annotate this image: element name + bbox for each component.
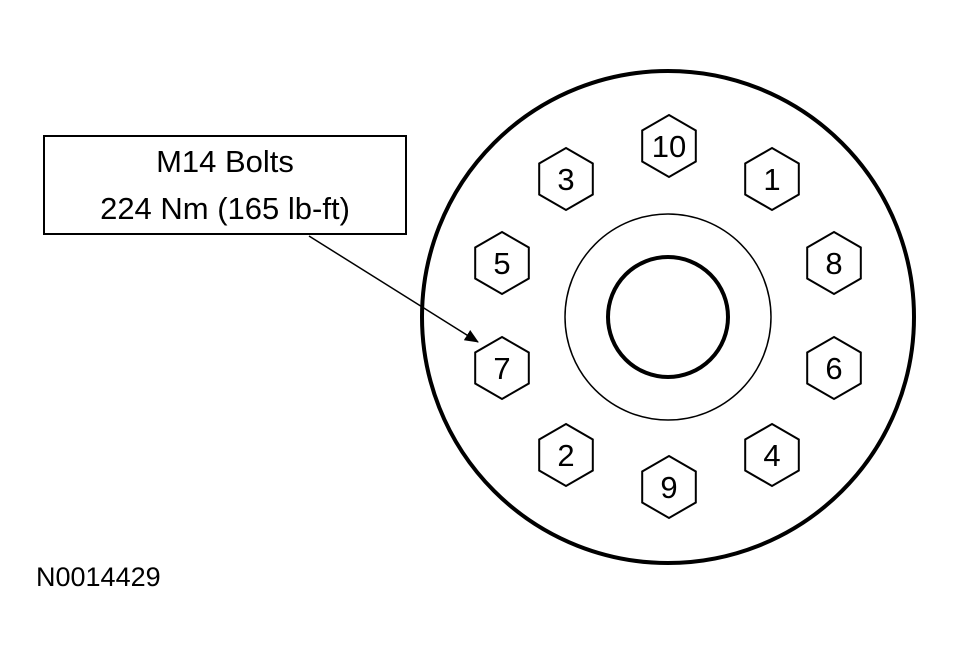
bolt-hex [538, 422, 594, 488]
bolt-label: 8 [825, 246, 842, 281]
figure-code: N0014429 [36, 562, 161, 592]
bolt-label: 2 [557, 438, 574, 473]
bolt-label: 1 [763, 162, 780, 197]
bolt-hex [744, 146, 800, 212]
callout-box [43, 135, 407, 235]
bolt-10: 10 [641, 113, 697, 179]
bolt-9: 9 [641, 454, 697, 520]
bolt-6: 6 [806, 335, 862, 401]
flange-inner-ring [564, 213, 772, 421]
bolt-label: 6 [825, 351, 842, 386]
callout-line-1: M14 Bolts [156, 144, 294, 179]
bolt-group: 10 1 8 6 4 9 2 7 5 3 [474, 113, 862, 520]
bolt-label: 5 [493, 246, 510, 281]
bolt-7: 7 [474, 335, 530, 401]
bolt-label: 10 [652, 129, 686, 164]
bolt-hex [641, 454, 697, 520]
flange-outer-ring [420, 69, 916, 565]
bolt-1: 1 [744, 146, 800, 212]
bolt-label: 7 [493, 351, 510, 386]
center-bore [606, 255, 730, 379]
bolt-label: 9 [660, 470, 677, 505]
bolt-2: 2 [538, 422, 594, 488]
bolt-8: 8 [806, 230, 862, 296]
bolt-hex [641, 113, 697, 179]
bolt-3: 3 [538, 146, 594, 212]
bolt-hex [806, 230, 862, 296]
bolt-hex [538, 146, 594, 212]
bolt-hex [806, 335, 862, 401]
bolt-hex [474, 335, 530, 401]
bolt-label: 3 [557, 162, 574, 197]
callout-line-2: 224 Nm (165 lb-ft) [100, 191, 350, 226]
bolt-label: 4 [763, 438, 780, 473]
bolt-4: 4 [744, 422, 800, 488]
callout-arrow [308, 235, 479, 343]
bolt-5: 5 [474, 230, 530, 296]
bolt-hex [474, 230, 530, 296]
bolt-hex [744, 422, 800, 488]
